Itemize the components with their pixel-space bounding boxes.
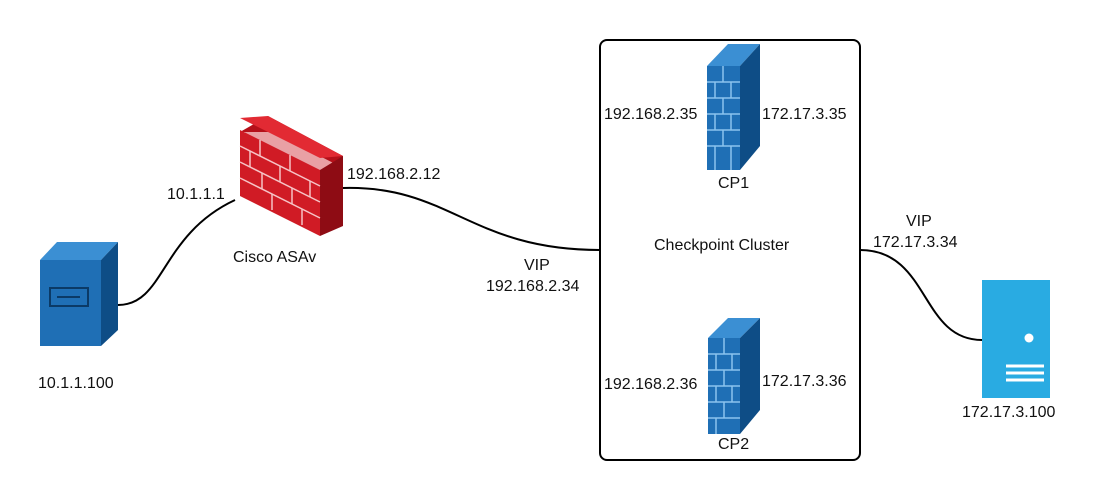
cluster-vip-label-right: VIP <box>906 213 932 230</box>
asa-outside-ip: 192.168.2.12 <box>347 166 441 183</box>
firewall-tower-icon[interactable] <box>708 318 760 434</box>
asa-name: Cisco ASAv <box>233 249 316 266</box>
cp2-left-ip: 192.168.2.36 <box>604 376 698 393</box>
cp1-right-ip: 172.17.3.35 <box>762 106 847 123</box>
asa-inside-ip: 10.1.1.1 <box>167 186 225 203</box>
cluster-name: Checkpoint Cluster <box>654 237 790 254</box>
cluster-vip-right: 172.17.3.34 <box>873 234 958 251</box>
firewall-tower-icon[interactable] <box>707 44 760 170</box>
server-ip: 172.17.3.100 <box>962 404 1056 421</box>
link-asa-cluster <box>342 186 601 251</box>
client-ip: 10.1.1.100 <box>38 375 114 392</box>
cluster-box[interactable] <box>599 39 861 461</box>
server-tower-icon[interactable] <box>40 242 118 346</box>
link-client-asa <box>117 199 236 306</box>
cp1-name: CP1 <box>718 175 749 192</box>
cluster-vip-left: 192.168.2.34 <box>486 278 580 295</box>
cluster-vip-label-left: VIP <box>524 257 550 274</box>
link-cluster-server <box>859 249 983 341</box>
server-icon[interactable] <box>982 280 1050 398</box>
cp1-left-ip: 192.168.2.35 <box>604 106 698 123</box>
cp2-name: CP2 <box>718 436 749 453</box>
cp2-right-ip: 172.17.3.36 <box>762 373 847 390</box>
firewall-brick-icon[interactable] <box>239 116 343 236</box>
